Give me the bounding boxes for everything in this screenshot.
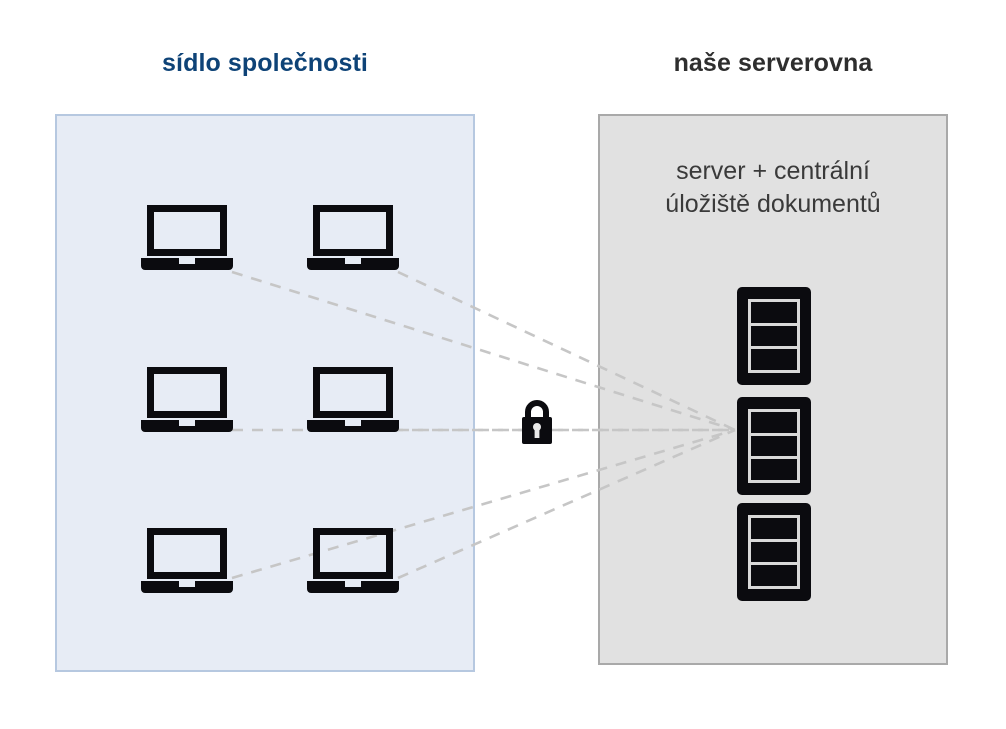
server-bay [751,435,797,460]
laptop-base [141,258,233,270]
server-bay [751,412,797,436]
office-section-title: sídlo společnosti [162,49,368,77]
laptop-icon [141,205,233,271]
laptop-notch [179,420,195,426]
laptop-screen [313,205,393,256]
serverroom-caption-line-1: server + centrální [676,157,870,185]
office-panel [55,114,475,672]
laptop-base [307,420,399,432]
server-unit-icon [737,287,811,385]
laptop-base [307,581,399,593]
laptop-notch [179,258,195,264]
laptop-base [307,258,399,270]
laptop-base [141,581,233,593]
laptop-screen [147,528,227,579]
server-bay [751,541,797,566]
server-bay [751,459,797,481]
laptop-notch [179,581,195,587]
server-bays [748,515,800,589]
laptop-icon [141,528,233,594]
laptop-notch [345,420,361,426]
laptop-base [141,420,233,432]
server-bay [751,518,797,542]
laptop-screen [313,528,393,579]
laptop-screen [147,367,227,418]
server-bays [748,299,800,373]
server-bay [751,325,797,350]
server-bay [751,565,797,587]
laptop-screen [147,205,227,256]
server-bay [751,302,797,326]
serverroom-section-title: naše serverovna [673,49,873,77]
laptop-screen [313,367,393,418]
server-unit-icon [737,397,811,495]
server-bays [748,409,800,483]
server-bay [751,349,797,371]
laptop-notch [345,258,361,264]
laptop-notch [345,581,361,587]
laptop-icon [141,367,233,433]
serverroom-caption: server + centrální úložiště dokumentů [598,155,948,221]
padlock-closed-icon [518,398,556,446]
laptop-icon [307,528,399,594]
laptop-icon [307,367,399,433]
serverroom-caption-line-2: úložiště dokumentů [665,190,881,218]
laptop-icon [307,205,399,271]
server-unit-icon [737,503,811,601]
